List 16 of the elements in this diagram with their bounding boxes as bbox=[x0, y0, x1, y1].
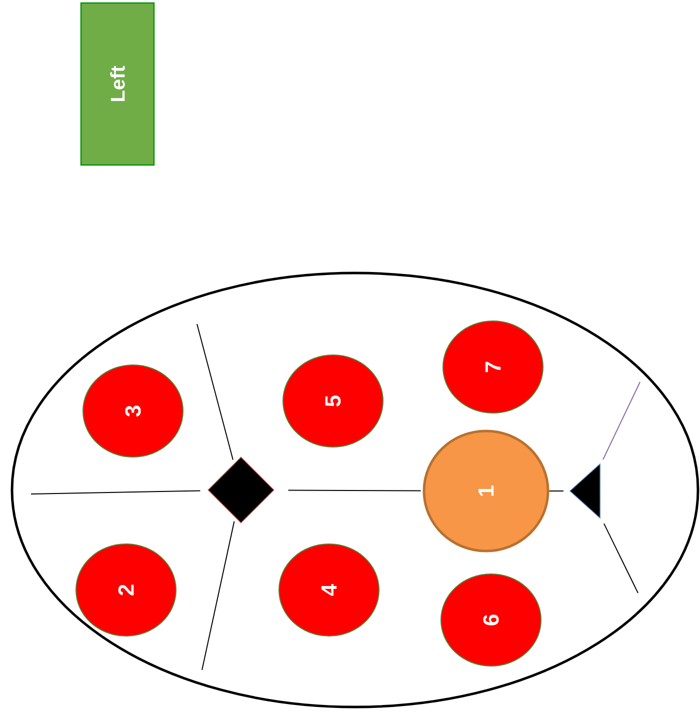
circle-node: 7 bbox=[442, 320, 544, 414]
label-box: Left bbox=[80, 2, 155, 166]
connector-line bbox=[548, 490, 564, 492]
diamond-shape bbox=[208, 456, 274, 524]
circle-node: 3 bbox=[82, 364, 184, 458]
circle-node: 4 bbox=[278, 544, 380, 636]
connector-line bbox=[196, 324, 234, 460]
circle-node: 2 bbox=[76, 544, 176, 636]
connector-line bbox=[288, 490, 422, 492]
circle-node: 5 bbox=[282, 354, 384, 448]
connector-line bbox=[603, 523, 638, 594]
enclosure-ellipse bbox=[10, 272, 700, 708]
circle-node: 6 bbox=[440, 574, 542, 666]
connector-line bbox=[30, 490, 201, 494]
connector-line bbox=[202, 520, 235, 670]
connector-line bbox=[602, 382, 640, 460]
